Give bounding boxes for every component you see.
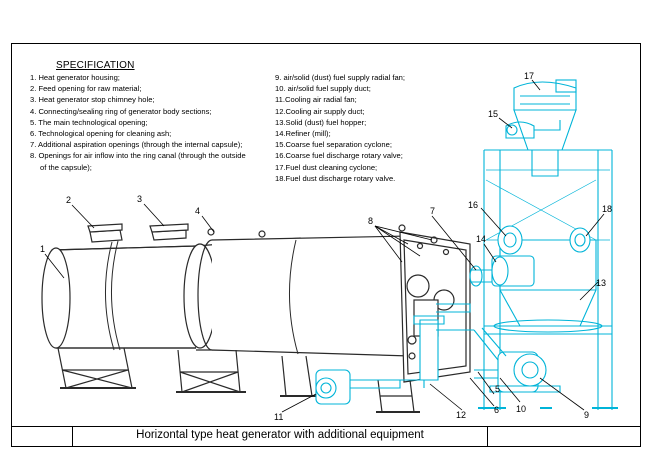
spec-item: 4. Connecting/sealing ring of generator … <box>30 106 212 116</box>
spec-item: 16.Coarse fuel discharge rotary valve; <box>275 151 403 161</box>
callout-7: 7 <box>430 206 435 216</box>
spec-item: 6. Technological opening for cleaning as… <box>30 129 172 139</box>
callout-4: 4 <box>195 206 200 216</box>
heat-generator-housing <box>41 223 471 413</box>
spec-item: 1. Heat generator housing; <box>30 73 120 82</box>
callout-leaders <box>44 79 605 413</box>
callout-numbers: 1 2 3 4 5 6 7 8 9 10 11 12 13 14 15 17 1… <box>40 71 612 422</box>
callout-18: 18 <box>602 204 612 214</box>
specification-title: SPECIFICATION <box>56 60 135 71</box>
spec-item: 17.Fuel dust cleaning cyclone; <box>275 162 378 172</box>
title-block-divider <box>72 427 73 447</box>
spec-item: 11.Cooling air radial fan; <box>275 95 357 105</box>
spec-item: 12.Cooling air supply duct; <box>275 106 365 116</box>
callout-6: 6 <box>494 405 499 415</box>
callout-13: 13 <box>596 278 606 288</box>
spec-item: 5. The main technological opening; <box>30 117 148 127</box>
callout-16-17: 17 <box>524 71 534 81</box>
additional-equipment <box>315 79 618 410</box>
spec-item: 10. air/solid fuel supply duct; <box>275 84 371 94</box>
callout-5: 5 <box>495 384 500 394</box>
spec-item: 13.Solid (dust) fuel hopper; <box>275 117 367 127</box>
spec-item: 8. Openings for air inflow into the ring… <box>30 151 246 161</box>
spec-item: 9. air/solid (dust) fuel supply radial f… <box>275 73 406 82</box>
callout-16: 16 <box>468 200 478 210</box>
callout-9: 9 <box>584 410 589 420</box>
title-block-divider <box>487 427 488 447</box>
spec-item: 14.Refiner (mill); <box>275 129 331 139</box>
spec-item: 2. Feed opening for raw material; <box>30 84 142 94</box>
callout-1: 1 <box>40 244 45 254</box>
callout-15: 15 <box>488 109 498 119</box>
callout-2: 2 <box>66 195 71 205</box>
spec-item: 7. Additional aspiration openings (throu… <box>30 140 243 150</box>
callout-11: 11 <box>274 412 283 422</box>
drawing-caption: Horizontal type heat generator with addi… <box>136 429 424 441</box>
callout-14: 14 <box>476 234 486 244</box>
callout-10: 10 <box>516 404 526 414</box>
callout-12: 12 <box>456 410 466 420</box>
spec-item: 3. Heat generator stop chimney hole; <box>30 95 155 105</box>
spec-item: of the capsule); <box>40 162 92 172</box>
specification-list-left: 1. Heat generator housing; 2. Feed openi… <box>30 72 246 173</box>
spec-item: 18.Fuel dust discharge rotary valve. <box>275 173 396 183</box>
title-block: Horizontal type heat generator with addi… <box>11 426 641 447</box>
callout-8: 8 <box>368 216 373 226</box>
drawing-frame <box>11 43 641 447</box>
specification-list-right: 9. air/solid (dust) fuel supply radial f… <box>275 72 405 184</box>
spec-item: 15.Coarse fuel separation cyclone; <box>275 140 392 150</box>
callout-3: 3 <box>137 194 142 204</box>
